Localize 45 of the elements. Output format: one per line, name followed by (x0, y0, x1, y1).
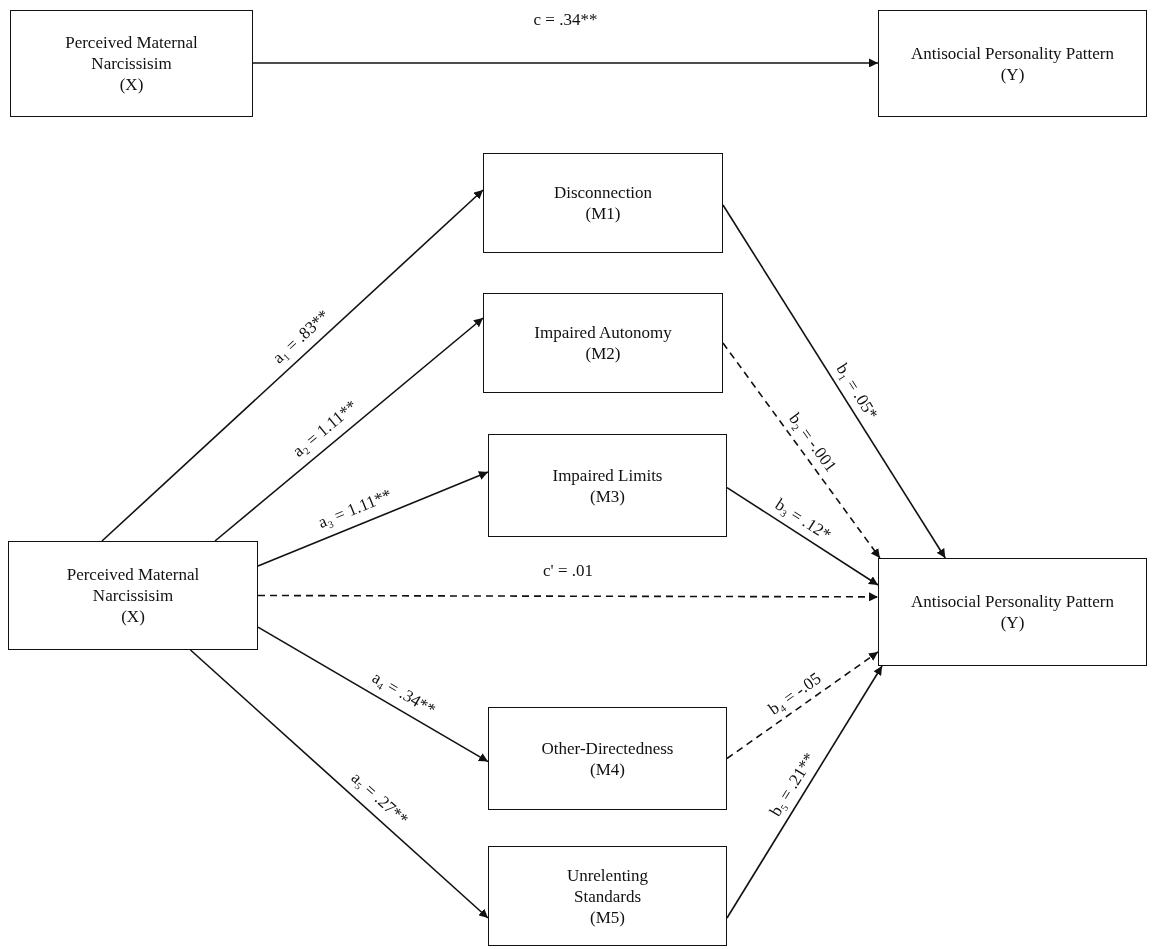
variable-box (483, 293, 723, 393)
arrow (726, 486, 879, 586)
variable-name: Impaired Autonomy (534, 322, 672, 343)
variable-symbol: (M5) (590, 906, 625, 928)
variable-name: Antisocial Personality Pattern (911, 42, 1114, 64)
variable-name: Unrelenting Standards (565, 864, 650, 907)
arrow (189, 649, 489, 919)
variable-box (488, 707, 727, 810)
path-coefficient: b₁ = .05* (831, 359, 883, 425)
variable-symbol: (X) (121, 606, 145, 627)
variable-name: Antisocial Personality Pattern (911, 591, 1114, 612)
variable-box (10, 10, 253, 117)
path-coefficient: a₅ = .27** (346, 767, 413, 831)
arrow (101, 189, 484, 542)
variable-symbol: (M1) (585, 203, 621, 224)
variable-name: Other-Directedness (541, 737, 674, 759)
variable-symbol: (M2) (585, 343, 621, 364)
arrow (726, 665, 883, 919)
variable-box (878, 558, 1147, 666)
variable-box (878, 10, 1147, 117)
arrow (257, 471, 489, 567)
arrow (252, 58, 879, 68)
path-coefficient: a₃ = 1.11** (314, 484, 396, 534)
variable-name: Perceived Maternal Narcissisim (64, 32, 199, 74)
arrow (722, 204, 947, 559)
variable-name: Perceived Maternal Narcissisim (65, 564, 201, 606)
arrow (257, 626, 489, 763)
variable-symbol: (X) (119, 74, 144, 95)
variable-box (483, 153, 723, 253)
variable-box (488, 434, 727, 537)
variable-symbol: (M3) (590, 485, 625, 507)
variable-name: Impaired Limits (552, 464, 663, 486)
dashed-arrow (722, 342, 881, 559)
variable-symbol: (M4) (590, 758, 625, 780)
path-coefficient: b₄ = -.05 (763, 667, 826, 720)
variable-name: Disconnection (553, 182, 653, 203)
variable-symbol: (Y) (1000, 63, 1025, 85)
dashed-arrow (726, 651, 879, 760)
path-coefficient: a₄ = .34** (368, 667, 440, 721)
path-coefficient: b₃ = .12* (770, 493, 835, 546)
variable-box (488, 846, 727, 946)
variable-symbol: (Y) (1000, 612, 1025, 633)
dashed-arrow (257, 592, 879, 602)
variable-box (8, 541, 258, 650)
arrow (214, 317, 484, 542)
